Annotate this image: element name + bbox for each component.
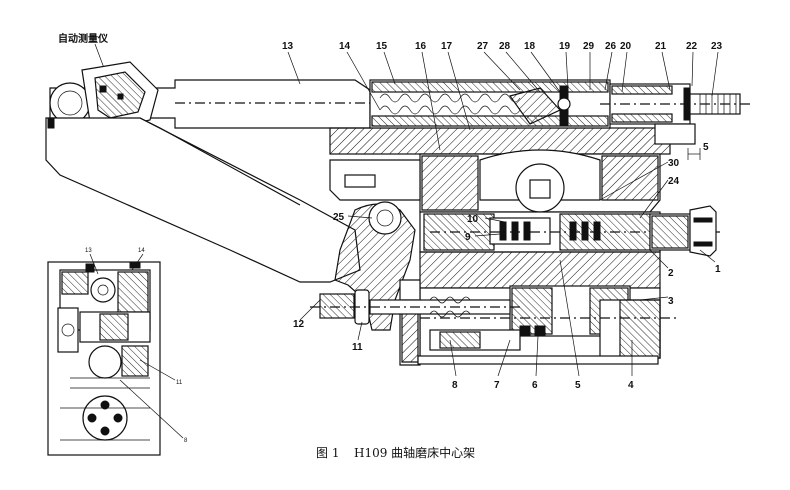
middle-slide-assembly <box>419 211 720 253</box>
figure-caption: 图 1 H109 曲轴磨床中心架 <box>316 445 475 460</box>
lower-cylinder-assembly <box>419 251 680 359</box>
callout-16: 16 <box>415 41 427 52</box>
callout-19: 19 <box>559 41 571 52</box>
bottom-callout-numbers: 8 7 6 5 4 <box>452 380 634 391</box>
right-callout-numbers: 30 24 1 2 3 <box>668 158 721 307</box>
callout-18: 18 <box>524 41 536 52</box>
inset-callout-8: 8 <box>184 438 188 444</box>
callout-20: 20 <box>620 41 632 52</box>
callout-13: 13 <box>282 41 294 52</box>
callout-17: 17 <box>441 41 453 52</box>
callout-27: 27 <box>477 41 489 52</box>
callout-21: 21 <box>655 41 667 52</box>
probe-1 <box>649 205 717 257</box>
callout-7: 7 <box>494 380 500 391</box>
measuring-head <box>49 61 159 151</box>
caption-figure-number: 图 1 <box>316 446 339 460</box>
left-leader-lines <box>299 215 506 341</box>
callout-4: 4 <box>628 380 634 391</box>
callout-6: 6 <box>532 380 538 391</box>
callout-12: 12 <box>293 319 305 330</box>
callout-1: 1 <box>715 264 721 275</box>
top-callout-numbers: 13 14 15 16 17 27 28 18 19 29 26 20 21 2… <box>282 41 723 52</box>
callout-23: 23 <box>711 41 723 52</box>
callout-24: 24 <box>668 176 680 187</box>
inset-cross-section: 13 14 11 8 <box>47 248 188 456</box>
rod-assembly-11 <box>310 289 520 325</box>
callout-30: 30 <box>668 158 680 169</box>
adjusting-screw-assembly: 5 <box>600 83 750 160</box>
callout-3: 3 <box>668 296 674 307</box>
callout-5: 5 <box>575 380 581 391</box>
inset-callout-14: 14 <box>138 248 145 254</box>
left-callout-numbers: 25 10 9 12 11 <box>293 212 479 353</box>
callout-8: 8 <box>452 380 458 391</box>
right-leader-lines <box>599 161 716 301</box>
curved-bracket-25 <box>334 201 416 331</box>
caption-title: H109 曲轴磨床中心架 <box>354 445 475 460</box>
dimension-5: 5 <box>703 142 709 153</box>
callout-9: 9 <box>465 232 471 243</box>
callout-14: 14 <box>339 41 351 52</box>
callout-15: 15 <box>376 41 388 52</box>
top-leader-lines <box>287 51 719 151</box>
bottom-leader-lines <box>449 259 633 377</box>
callout-11: 11 <box>352 342 363 353</box>
callout-25: 25 <box>333 212 345 223</box>
callout-10: 10 <box>467 214 479 225</box>
top-sleeve-assembly <box>329 79 671 155</box>
callout-2: 2 <box>668 268 674 279</box>
inset-callout-13: 13 <box>85 248 92 254</box>
callout-28: 28 <box>499 41 511 52</box>
callout-26: 26 <box>605 41 617 52</box>
callout-29: 29 <box>583 41 595 52</box>
callout-22: 22 <box>686 41 698 52</box>
main-housing <box>329 149 661 213</box>
lever-body-12 <box>45 117 361 283</box>
auto-measuring-instrument-label: 自动测量仪 <box>58 32 109 45</box>
inset-callout-11: 11 <box>176 380 183 386</box>
